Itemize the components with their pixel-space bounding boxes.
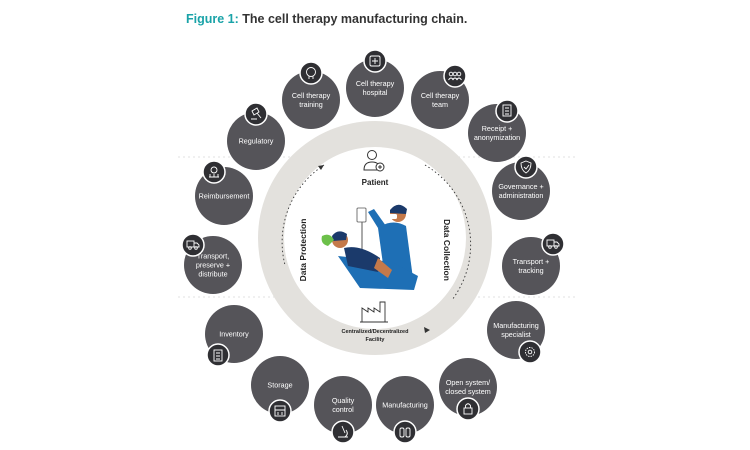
node-inventory: Inventory	[205, 305, 263, 367]
left-cycle-arrow	[281, 164, 325, 266]
lock-icon	[456, 397, 480, 421]
node-label: hospital	[363, 88, 388, 97]
node-open-closed-system: Open system/closed system	[439, 358, 497, 421]
facility-icon	[360, 301, 388, 323]
node-label: training	[299, 100, 323, 109]
node-storage: Storage	[251, 356, 309, 423]
center-inner-circle	[284, 147, 466, 329]
node-regulatory: Regulatory	[227, 102, 285, 170]
right-cycle-arrow	[424, 164, 472, 301]
document-icon	[495, 99, 519, 123]
shield-icon	[514, 155, 538, 179]
patient-icon	[363, 150, 385, 172]
data-protection-label: Data Protection	[298, 219, 308, 282]
node-transport-preserve-distribute: Transport,preserve +distribute	[181, 233, 242, 294]
node-transport-tracking: Transport +tracking	[502, 232, 565, 295]
node-circle	[251, 356, 309, 414]
patient-label: Patient	[362, 178, 389, 187]
node-label: anonymization	[474, 133, 520, 142]
node-label: Storage	[267, 381, 292, 390]
team-icon	[443, 64, 467, 88]
patient-doctor-illustration	[321, 204, 418, 290]
node-label: Inventory	[219, 330, 249, 339]
node-circle	[439, 358, 497, 416]
node-circle	[376, 376, 434, 434]
node-circle	[492, 162, 550, 220]
facility-label-line2: Facility	[366, 337, 386, 343]
node-label: Governance +	[498, 182, 543, 191]
node-label: Transport +	[513, 257, 550, 266]
node-label: Cell therapy	[292, 91, 331, 100]
money-icon	[202, 160, 226, 184]
node-label: Cell therapy	[356, 79, 395, 88]
facility-label-line1: Centralized/Decentralized	[342, 329, 409, 335]
node-label: tracking	[518, 266, 543, 275]
node-label: team	[432, 100, 448, 109]
node-receipt-anonymization: Receipt +anonymization	[468, 99, 526, 162]
node-label: preserve +	[196, 261, 230, 270]
gear-person-icon	[518, 340, 542, 364]
node-label: administration	[499, 191, 544, 200]
clipboard-icon	[206, 343, 230, 367]
node-label: Regulatory	[239, 137, 274, 146]
freezer-icon	[268, 399, 292, 423]
hospital-cross-icon	[363, 49, 387, 73]
node-circle	[227, 112, 285, 170]
node-label: specialist	[501, 330, 531, 339]
brain-icon	[299, 61, 323, 85]
node-circle	[314, 376, 372, 434]
node-label: Open system/	[446, 378, 490, 387]
node-label: Manufacturing	[382, 401, 428, 410]
right-arrow-head	[424, 327, 430, 333]
node-governance-administration: Governance +administration	[492, 155, 550, 220]
node-label: Quality	[332, 396, 355, 405]
node-label: distribute	[198, 270, 227, 279]
node-label: closed system	[445, 387, 491, 396]
node-label: Receipt +	[482, 124, 513, 133]
data-collection-label: Data Collection	[442, 219, 452, 281]
left-arrow-head	[318, 165, 324, 170]
figure-title-text: The cell therapy manufacturing chain.	[238, 12, 468, 26]
truck-icon	[181, 233, 205, 257]
gavel-icon	[244, 102, 268, 126]
node-circle	[282, 71, 340, 129]
node-label: Manufacturing	[493, 321, 539, 330]
node-label: Reimbursement	[199, 192, 250, 201]
vials-icon	[393, 420, 417, 444]
node-reimbursement: Reimbursement	[195, 160, 253, 225]
truck-icon	[541, 232, 565, 256]
microscope-icon	[331, 420, 355, 444]
figure-title: Figure 1: The cell therapy manufacturing…	[186, 12, 467, 26]
node-label: Cell therapy	[421, 91, 460, 100]
node-label: Transport,	[197, 252, 230, 261]
node-manufacturing: Manufacturing	[376, 376, 434, 444]
figure-label: Figure 1:	[186, 12, 239, 26]
node-label: control	[332, 405, 354, 414]
node-circle	[346, 59, 404, 117]
